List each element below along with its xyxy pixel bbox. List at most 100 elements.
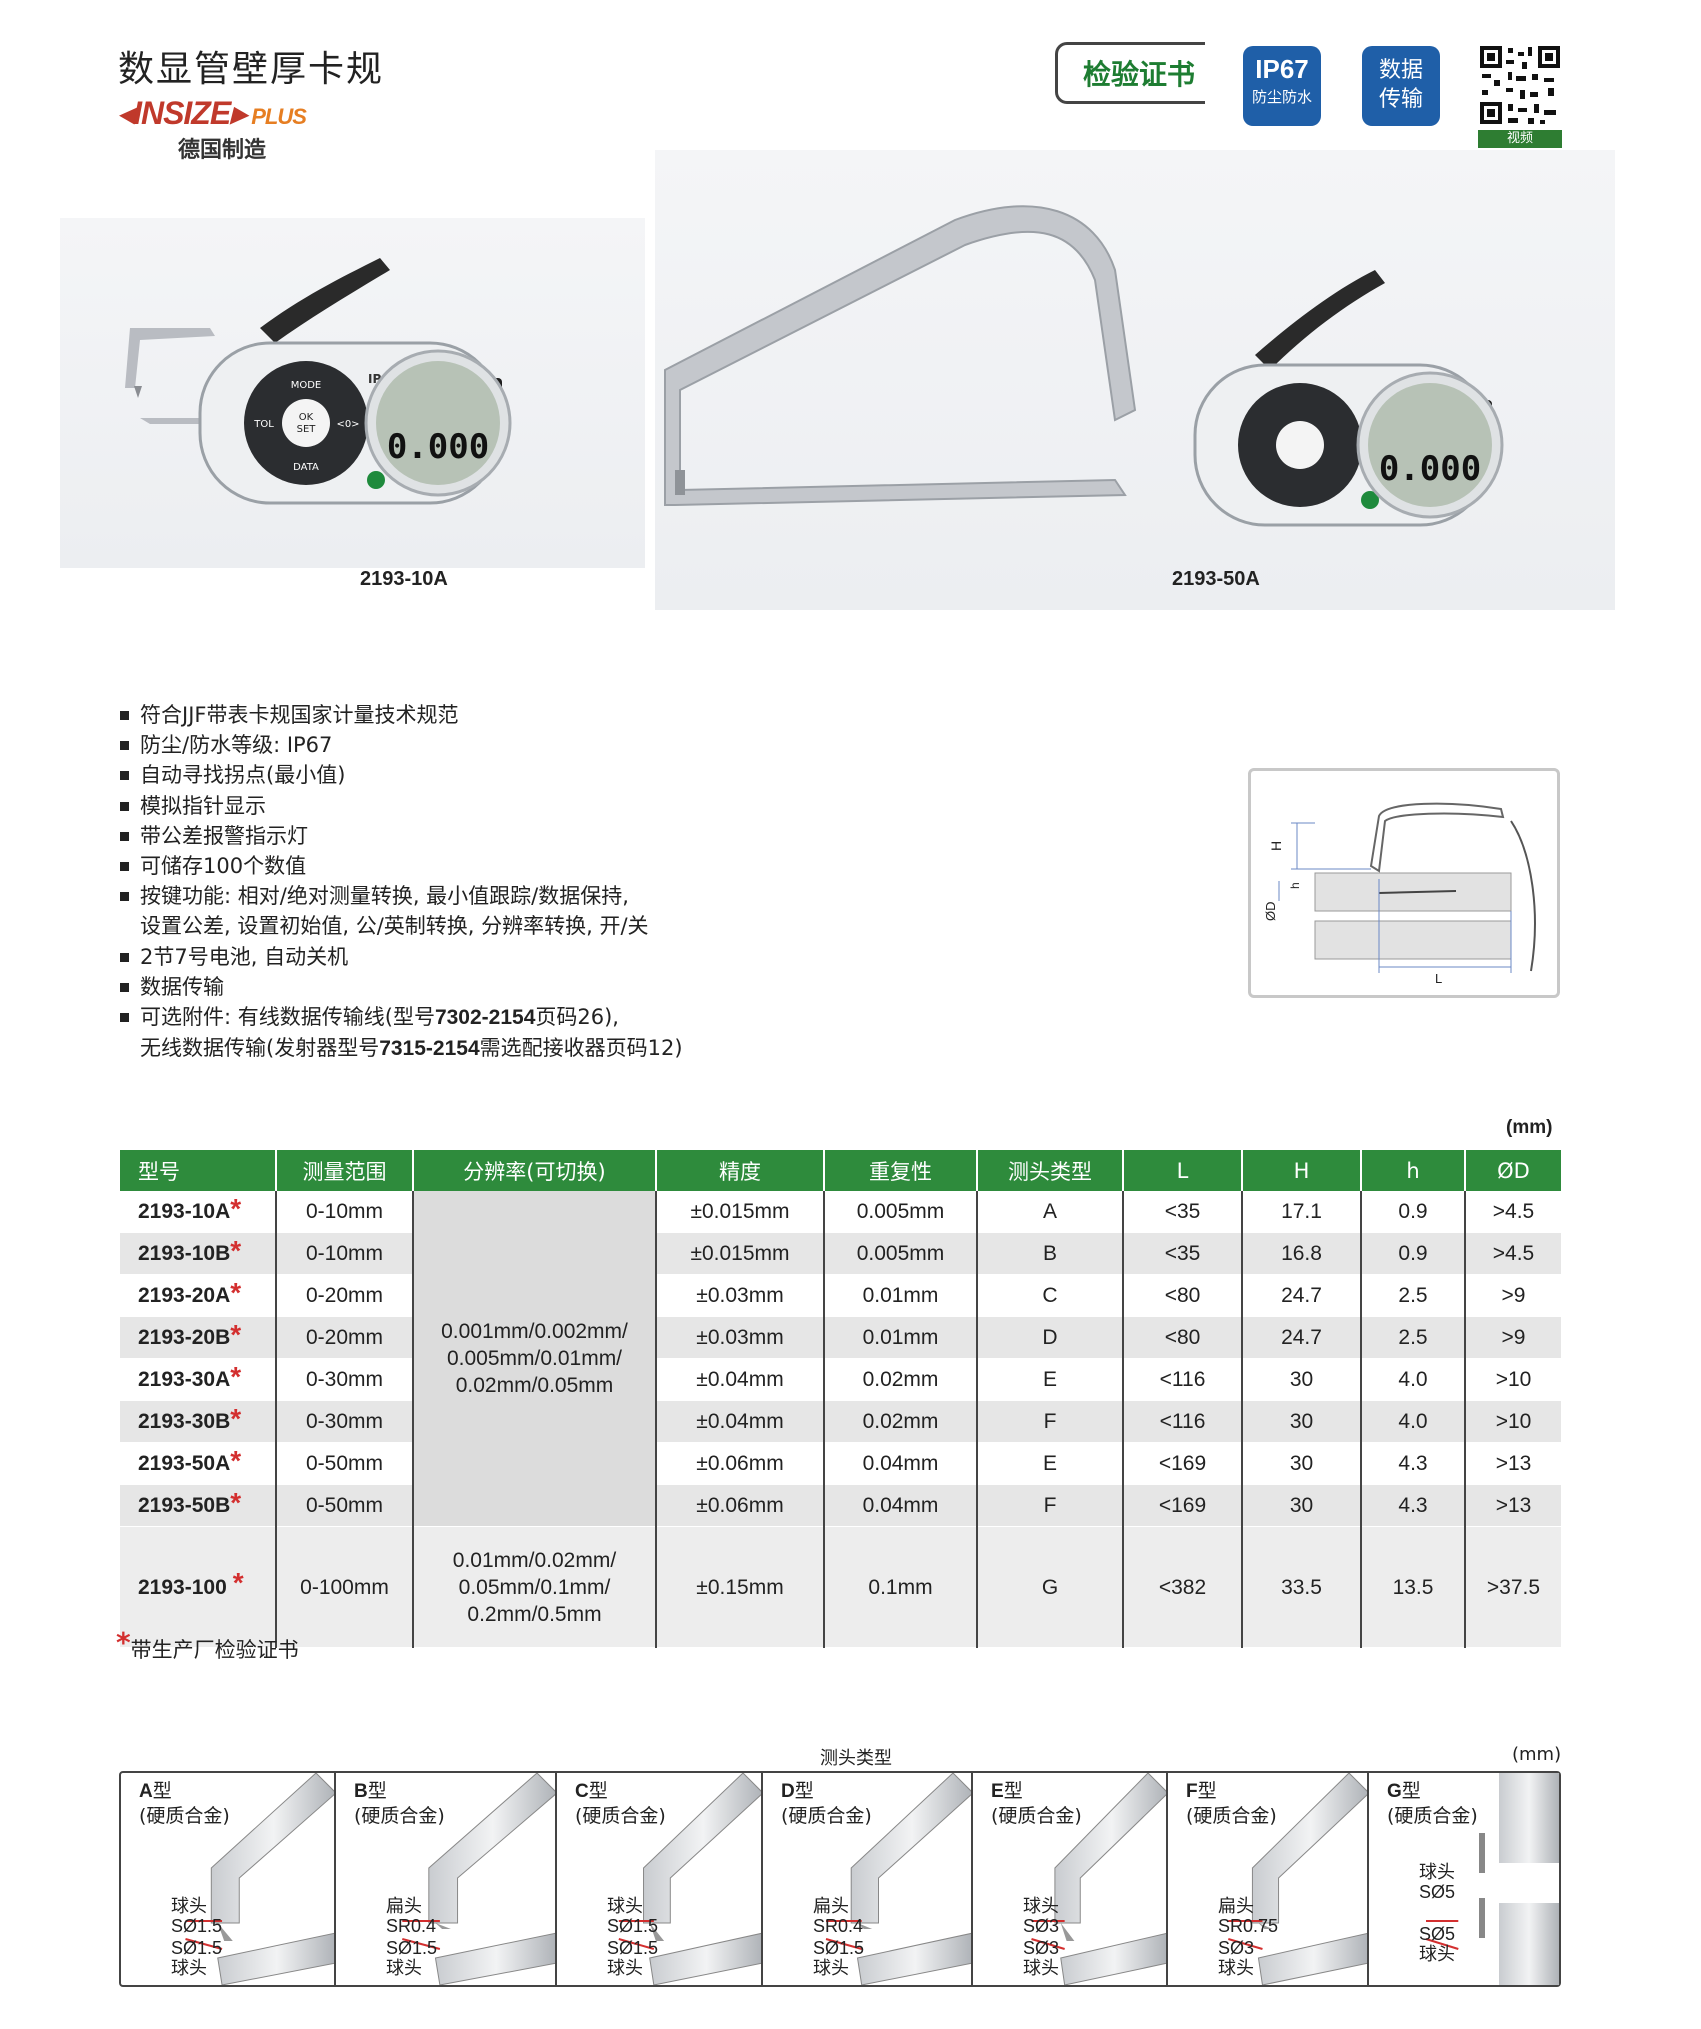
probe-suffix: 型 <box>588 1780 608 1802</box>
diagram-label-od: ØD <box>1263 902 1278 922</box>
cell-range: 0-50mm <box>276 1442 414 1485</box>
cell-h-upper: 17.1 <box>1242 1191 1362 1233</box>
cell-h-lower: 4.0 <box>1361 1358 1466 1401</box>
probe-tip-top-size: SØ3 <box>1023 1916 1060 1936</box>
cell-repeatability: 0.04mm <box>824 1484 978 1527</box>
cell-d: >37.5 <box>1465 1526 1561 1648</box>
feature-item-accessory-cont: 无线数据传输(发射器型号7315-2154需选配接收器页码12) <box>120 1033 683 1064</box>
probe-drawing <box>402 1773 555 1985</box>
col-repeatability: 重复性 <box>824 1150 978 1191</box>
star-mark: * <box>230 1486 242 1518</box>
footnote-text: 带生产厂检验证书 <box>130 1638 299 1662</box>
qr-code[interactable]: 视频 <box>1478 44 1562 148</box>
probe-tip-bottom-name: 球头 <box>386 1958 422 1978</box>
probe-type-f: F型(硬质合金) 扁头 SR0.75 SØ3 球头 <box>1168 1773 1369 1985</box>
cell-h-upper: 24.7 <box>1242 1274 1362 1317</box>
cell-repeatability: 0.005mm <box>824 1232 978 1275</box>
cell-h: 13.5 <box>1361 1526 1466 1648</box>
certificate-label: 检验证书 <box>1082 58 1195 91</box>
col-model: 型号 <box>120 1150 277 1191</box>
cell-od: >10 <box>1465 1358 1561 1401</box>
feature-item: 数据传输 <box>120 972 683 1002</box>
cell-repeatability: 0.005mm <box>824 1191 978 1233</box>
model-text: 2193-50B <box>138 1493 231 1517</box>
feature-item-accessory: 可选附件: 有线数据传输线(型号7302-2154页码26), <box>120 1002 683 1033</box>
probe-name: F型(硬质合金) <box>1186 1779 1277 1828</box>
probe-tip-top-name: 球头 <box>1419 1862 1455 1882</box>
cell-h-lower: 2.5 <box>1361 1274 1466 1317</box>
acc-pre: 可选附件: 有线数据传输线(型号 <box>140 1005 435 1030</box>
cell-h-upper: 30 <box>1242 1484 1362 1527</box>
cell-range: 0-10mm <box>276 1232 414 1275</box>
probe-tip-bottom-size: SØ5 <box>1419 1924 1456 1944</box>
probe-letter: F <box>1186 1781 1198 1802</box>
cell-l: <35 <box>1123 1232 1243 1275</box>
probe-letter: A <box>139 1781 153 1802</box>
cell-model: 2193-10A* <box>120 1191 277 1233</box>
probe-tip-bottom-size: SØ3 <box>1218 1938 1255 1958</box>
probe-material: (硬质合金) <box>1387 1805 1478 1827</box>
qr-label: 视频 <box>1478 130 1562 148</box>
ip-sub-label: 防尘防水 <box>1251 88 1312 106</box>
probe-drawing <box>1031 1773 1166 1985</box>
probe-drawing <box>1425 1773 1559 1985</box>
qr-code-icon <box>1478 44 1562 126</box>
model-text: 2193-30A <box>138 1367 231 1391</box>
probe-type-e: E型(硬质合金) 球头 SØ3 SØ3 球头 <box>973 1773 1168 1985</box>
col-h-lower: h <box>1361 1150 1466 1191</box>
cell-h-upper: 24.7 <box>1242 1316 1362 1359</box>
probe-tip-bottom-size: SØ1.5 <box>386 1938 438 1958</box>
cell-od: >9 <box>1465 1274 1561 1317</box>
cell-accuracy: ±0.03mm <box>656 1274 825 1317</box>
probe-tip-top-size: SØ1.5 <box>171 1916 223 1936</box>
model-text: 2193-10B <box>138 1241 231 1265</box>
cell-l: <80 <box>1123 1316 1243 1359</box>
acc-post: 页码26), <box>535 1005 619 1030</box>
probe-material: (硬质合金) <box>991 1805 1082 1827</box>
acc2-post: 需选配接收器页码12) <box>479 1036 683 1061</box>
probe-material: (硬质合金) <box>1186 1805 1277 1827</box>
key-set-label: SET <box>297 424 317 435</box>
model-text: 2193-100 <box>138 1575 227 1599</box>
dimension-diagram: H h ØD L <box>1248 768 1560 998</box>
brand-name: INSIZE <box>133 95 231 131</box>
cell-model: 2193-50B* <box>120 1484 277 1527</box>
probe-tip-top-name: 球头 <box>171 1896 207 1916</box>
cell-accuracy: ±0.03mm <box>656 1316 825 1359</box>
acc-model-2: 7315-2154 <box>379 1037 480 1061</box>
probe-tip-top-size: SØ1.5 <box>607 1916 659 1936</box>
probe-tip-top-name: 球头 <box>1023 1896 1059 1916</box>
probe-material: (硬质合金) <box>781 1805 872 1827</box>
key-ok-label: OK <box>299 412 314 423</box>
model-text: 2193-30B <box>138 1409 231 1433</box>
cell-model: 2193-20B* <box>120 1316 277 1359</box>
feature-item-cont: 设置公差, 设置初始值, 公/英制转换, 分辨率转换, 开/关 <box>140 914 649 939</box>
probe-suffix: 型 <box>1003 1780 1023 1802</box>
resolution-line: 0.05mm/0.1mm/ <box>458 1575 611 1599</box>
star-mark: * <box>232 1566 244 1598</box>
probe-name: A型(硬质合金) <box>139 1779 230 1828</box>
ip-rating: IP67 <box>1255 54 1309 84</box>
cell-repeatability: 0.04mm <box>824 1442 978 1485</box>
probe-name: B型(硬质合金) <box>354 1779 445 1828</box>
cell-probe-type: F <box>977 1400 1124 1443</box>
cell-h-lower: 2.5 <box>1361 1316 1466 1359</box>
cell-h-lower: 4.3 <box>1361 1442 1466 1485</box>
cell-repeat: 0.1mm <box>824 1526 978 1648</box>
col-l: L <box>1123 1150 1243 1191</box>
cell-l: <169 <box>1123 1484 1243 1527</box>
probe-material: (硬质合金) <box>139 1805 230 1827</box>
cell-accuracy: ±0.06mm <box>656 1442 825 1485</box>
probe-type-c: C型(硬质合金) 球头 SØ1.5 SØ1.5 球头 <box>557 1773 763 1985</box>
data-transfer-line1: 数据 <box>1378 58 1423 83</box>
probe-types-panel: A型(硬质合金) 球头 SØ1.5 SØ1.5 球头 B型(硬质合金) 扁头 S… <box>119 1771 1561 1987</box>
probe-tip-bottom-name: 球头 <box>1023 1958 1059 1978</box>
feature-item: 符合JJF带表卡规国家计量技术规范 <box>120 700 683 730</box>
resolution-line: 0.01mm/0.02mm/ <box>452 1548 617 1572</box>
model-text: 2193-20B <box>138 1325 231 1349</box>
feature-list: 符合JJF带表卡规国家计量技术规范 防尘/防水等级: IP67 自动寻找拐点(最… <box>120 700 683 1064</box>
